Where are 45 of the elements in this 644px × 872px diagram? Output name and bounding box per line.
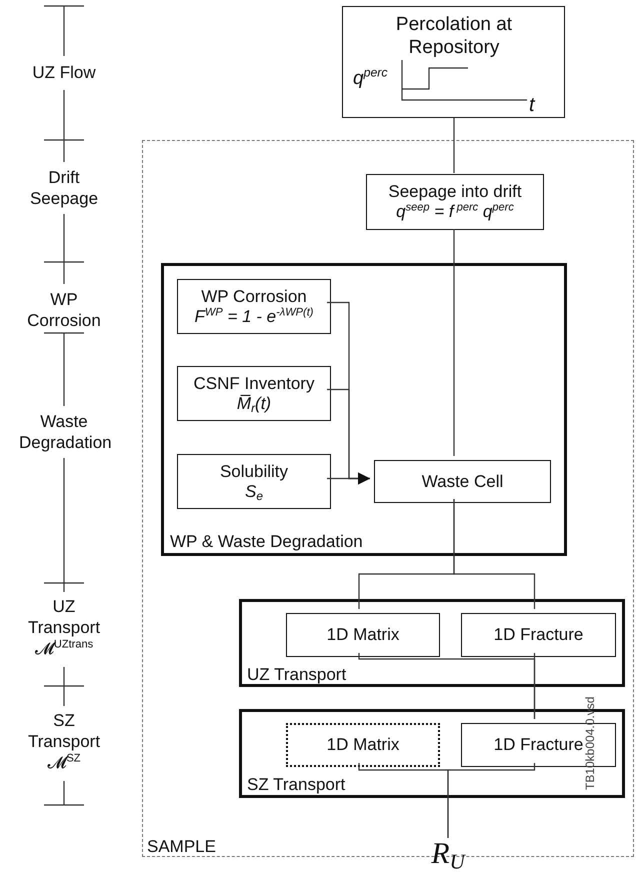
group-title: UZ Transport (247, 666, 346, 684)
process-box (286, 613, 440, 657)
process-box (374, 460, 551, 503)
axis-label: q$^{perc}$ (353, 69, 388, 89)
file-id-label: TB10kb004.0.vsd (582, 696, 598, 790)
output-symbol: R$_{U}$ (431, 839, 465, 869)
process-box (177, 454, 331, 509)
box-title: Solubility (220, 462, 288, 482)
connector-line (453, 118, 455, 173)
box-title: 1D Fracture (494, 735, 584, 755)
box-title: Percolation at Repository (394, 13, 514, 59)
box-title: WP Corrosion (201, 286, 307, 306)
process-box (177, 366, 331, 421)
connector-line (447, 763, 536, 838)
group-box (239, 599, 625, 687)
stage-label: Waste Degradation (19, 411, 109, 453)
group-title: WP & Waste Degradation (170, 532, 363, 552)
group-box (161, 263, 567, 556)
stage-label: UZ Transport 𝓜$^{UZtrans}$ (26, 596, 102, 659)
arrow (327, 472, 370, 484)
axis-label: t (529, 95, 535, 115)
stage-label: WP Corrosion (26, 289, 102, 331)
process-box (461, 613, 616, 657)
box-title: Waste Cell (422, 472, 504, 492)
box-title: Seepage into drift (388, 182, 522, 202)
box-title: 1D Fracture (494, 625, 584, 645)
formula: S$_{e}$ (245, 482, 263, 502)
connector-line (453, 229, 455, 456)
connector-line (534, 653, 536, 719)
stage-label: SZ Transport 𝓜$^{SZ}$ (26, 710, 102, 773)
connector-line (453, 499, 536, 609)
group-title: SAMPLE (147, 837, 216, 857)
process-box (366, 174, 544, 230)
box-title: 1D Matrix (326, 735, 400, 755)
box-title: 1D Matrix (326, 625, 400, 645)
stage-label: UZ Flow (31, 62, 97, 83)
formula: M̅$_{r}$(t) (236, 394, 272, 414)
dotted-box (286, 723, 440, 767)
stage-label: Drift Seepage (28, 167, 100, 209)
group-title: SZ Transport (247, 776, 346, 794)
process-box (342, 6, 565, 118)
box-title: CSNF Inventory (194, 374, 314, 394)
formula: q$^{seep}$ = f $^{perc}$ q$^{perc}$ (396, 202, 514, 222)
process-box (177, 279, 331, 334)
formula: F$^{WP}$ = 1 - e$^{-λWP(t)}$ (194, 306, 314, 326)
